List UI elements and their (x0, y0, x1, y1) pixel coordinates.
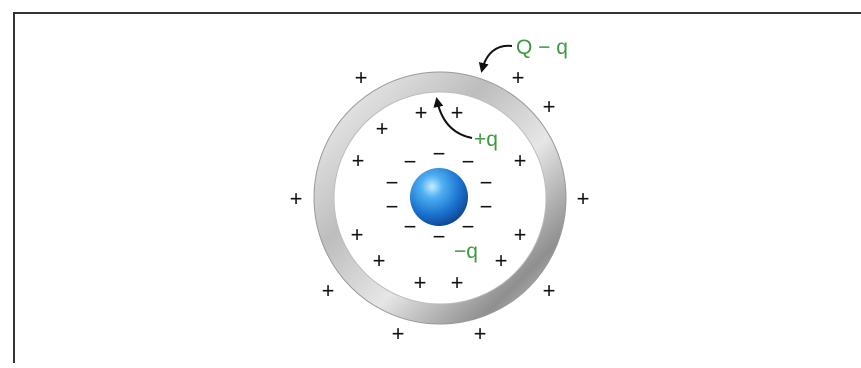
sphere-minus-sign: − (462, 214, 475, 239)
inner-plus-sign: + (351, 222, 364, 247)
sphere-minus-sign: − (404, 149, 417, 174)
outer-plus-sign: + (512, 65, 525, 90)
conducting-shell (314, 72, 566, 324)
sphere-minus-sign: − (433, 224, 446, 249)
frame-border (13, 12, 861, 363)
label-outer-charge: Q − q (516, 36, 568, 59)
inner-plus-sign: + (415, 100, 428, 125)
inner-plus-sign: + (376, 116, 389, 141)
outer-plus-sign: + (290, 186, 303, 211)
inner-plus-sign: + (352, 148, 365, 173)
sphere-minus-sign: − (386, 194, 399, 219)
sphere-minus-sign: − (404, 214, 417, 239)
shell-inner-edge (333, 91, 547, 305)
outer-plus-sign: + (543, 278, 556, 303)
outer-charge-arrow (478, 44, 513, 73)
label-inner-surface-charge: +q (474, 128, 498, 151)
inner-plus-sign: + (495, 248, 508, 273)
outer-plus-sign: + (355, 65, 368, 90)
outer-plus-sign: + (474, 321, 487, 346)
inner-charge-arrow (433, 97, 473, 139)
sphere-minus-sign: − (386, 170, 399, 195)
inner-plus-sign: + (373, 248, 386, 273)
label-sphere-charge: −q (454, 240, 478, 263)
sphere-minus-sign: − (462, 149, 475, 174)
inner-plus-sign: + (514, 148, 527, 173)
outer-plus-sign: + (577, 186, 590, 211)
inner-plus-sign: + (414, 270, 427, 295)
inner-plus-sign: + (451, 270, 464, 295)
shell-outer-edge (313, 71, 567, 325)
sphere-minus-sign: − (433, 141, 446, 166)
sphere-minus-sign: − (480, 194, 493, 219)
sphere-minus-sign: − (480, 170, 493, 195)
charged-sphere (410, 168, 468, 226)
inner-plus-sign: + (451, 100, 464, 125)
outer-plus-sign: + (543, 94, 556, 119)
outer-plus-sign: + (322, 278, 335, 303)
inner-plus-sign: + (514, 222, 527, 247)
outer-plus-sign: + (392, 321, 405, 346)
